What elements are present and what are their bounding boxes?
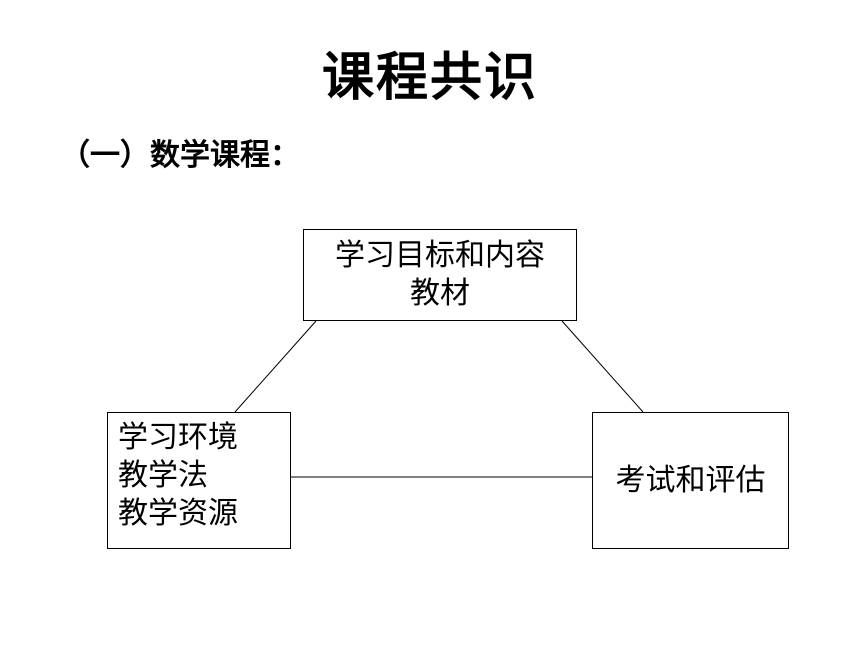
learning-goals-box: 学习目标和内容 教材 bbox=[303, 229, 577, 321]
section-heading: （一）数学课程： bbox=[60, 138, 300, 173]
connector-top-left bbox=[234, 320, 317, 413]
box-text-line: 学习目标和内容 bbox=[335, 238, 545, 273]
box-text-line: 学习环境 bbox=[118, 420, 238, 455]
box-text-line: 教材 bbox=[410, 276, 470, 311]
box-text-line: 教学法 bbox=[118, 458, 208, 493]
assessment-box: 考试和评估 bbox=[592, 412, 789, 549]
page-title: 课程共识 bbox=[321, 48, 538, 108]
learning-environment-box: 学习环境 教学法 教学资源 bbox=[107, 412, 291, 549]
box-text-line: 教学资源 bbox=[118, 496, 238, 531]
connector-top-right bbox=[561, 320, 644, 413]
box-text-line: 考试和评估 bbox=[615, 462, 766, 498]
